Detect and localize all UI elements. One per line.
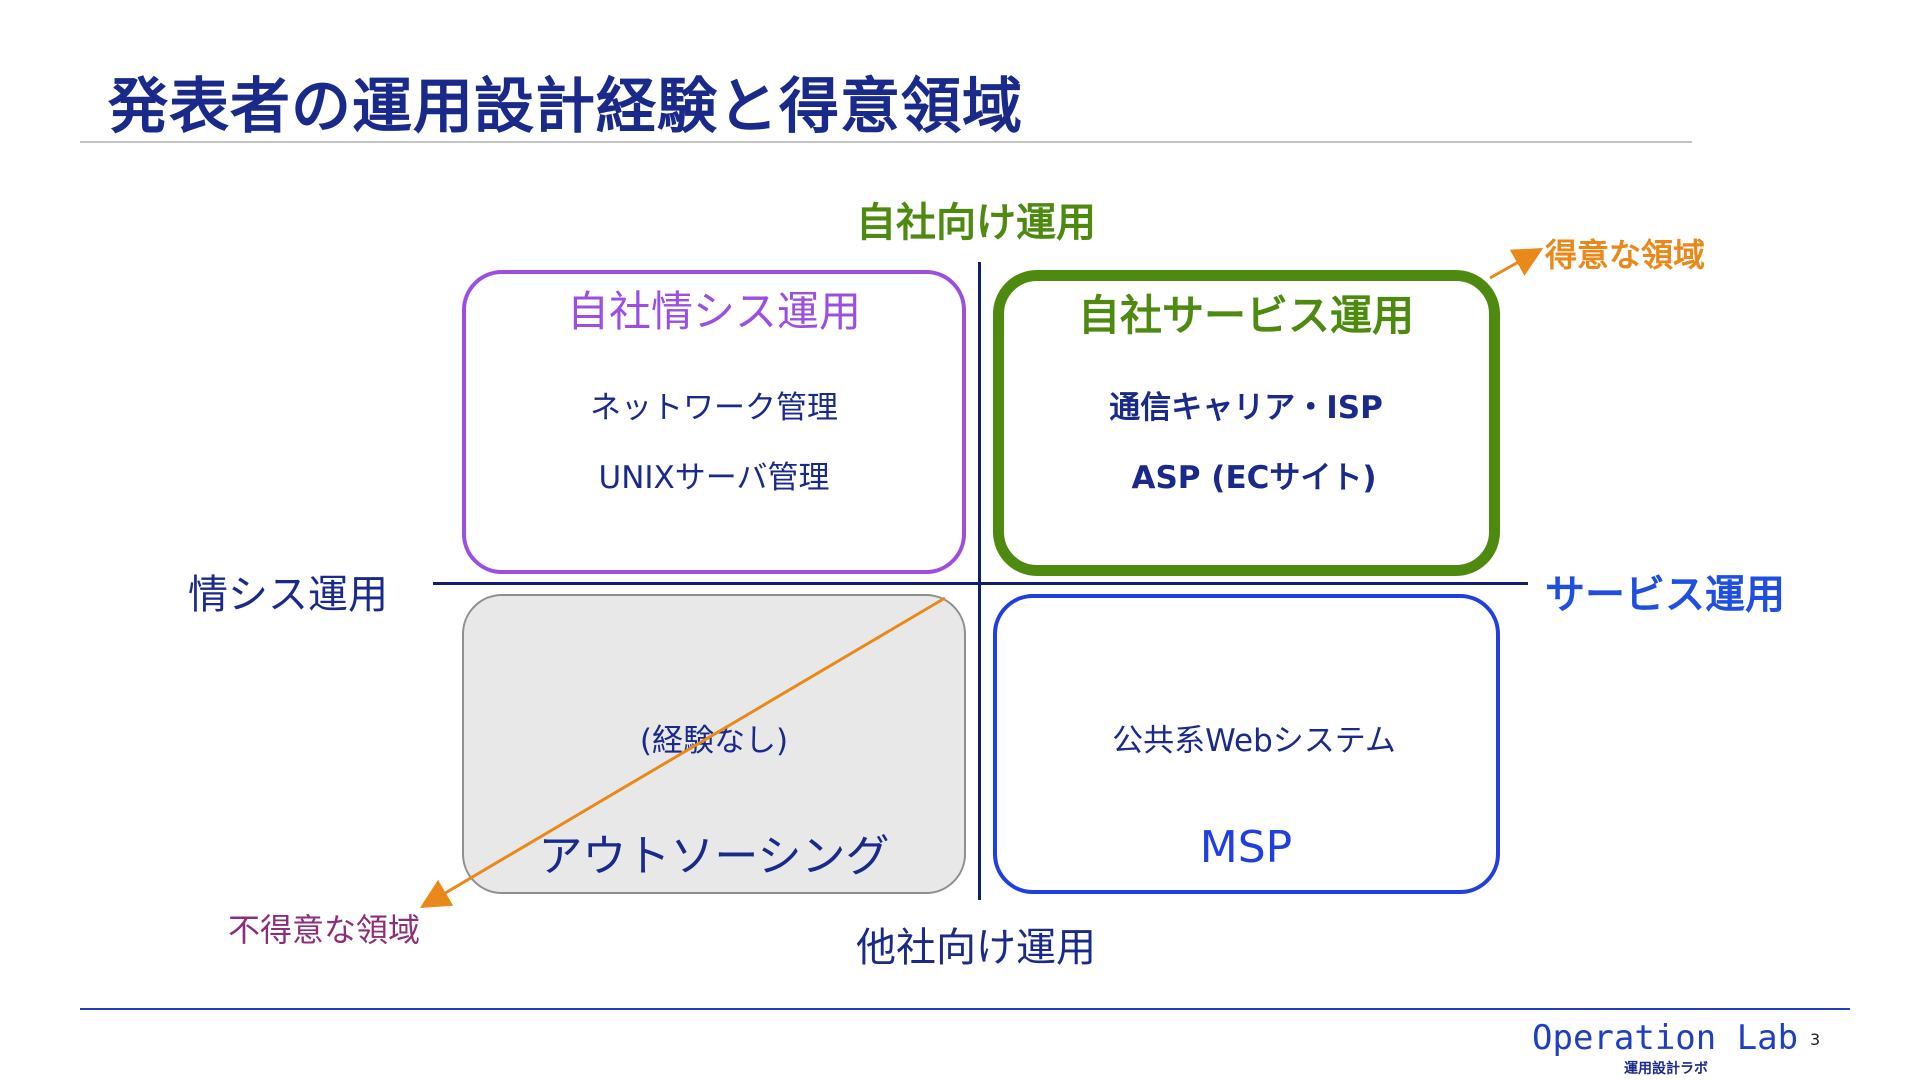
quadrant-self-service-ops xyxy=(993,270,1500,576)
page-number: 3 xyxy=(1810,1030,1821,1049)
quadrant-msp xyxy=(993,594,1500,894)
quadrant-item-public-web: 公共系Webシステム xyxy=(1112,723,1396,759)
quadrant-heading-self-it: 自社情シス運用 xyxy=(566,287,862,336)
axis-label-right: サービス運用 xyxy=(1545,572,1785,618)
quadrant-item-asp: ASP (ECサイト) xyxy=(1131,460,1377,496)
quadrant-footer-outsourcing: アウトソーシング xyxy=(538,831,890,882)
bad-area-arrow xyxy=(419,596,946,909)
quadrant-self-it-ops xyxy=(462,270,966,574)
footer-divider xyxy=(80,1008,1850,1010)
quadrant-heading-self-service: 自社サービス運用 xyxy=(1077,291,1415,340)
axis-label-bottom: 他社向け運用 xyxy=(856,925,1096,971)
vertical-axis-line xyxy=(978,262,981,900)
title-divider xyxy=(80,141,1692,143)
axis-label-left: 情シス運用 xyxy=(188,572,388,618)
page-title: 発表者の運用設計経験と得意領域 xyxy=(108,72,1023,142)
good-area-arrow xyxy=(1489,248,1544,280)
quadrant-item-carrier: 通信キャリア・ISP xyxy=(1109,390,1383,426)
brand-subtitle: 運用設計ラボ xyxy=(1624,1061,1708,1077)
axis-label-top: 自社向け運用 xyxy=(856,200,1096,246)
quadrant-item-no-experience: (経験なし) xyxy=(639,723,789,759)
horizontal-axis-line xyxy=(433,582,1528,585)
brand-logo: Operation Lab xyxy=(1532,1018,1799,1058)
quadrant-footer-msp: MSP xyxy=(1199,822,1293,873)
quadrant-item-unix: UNIXサーバ管理 xyxy=(598,460,830,496)
quadrant-outsourcing xyxy=(462,594,966,894)
legend-good-area: 得意な領域 xyxy=(1545,236,1706,274)
quadrant-item-network: ネットワーク管理 xyxy=(590,390,838,426)
legend-bad-area: 不得意な領域 xyxy=(228,911,421,949)
